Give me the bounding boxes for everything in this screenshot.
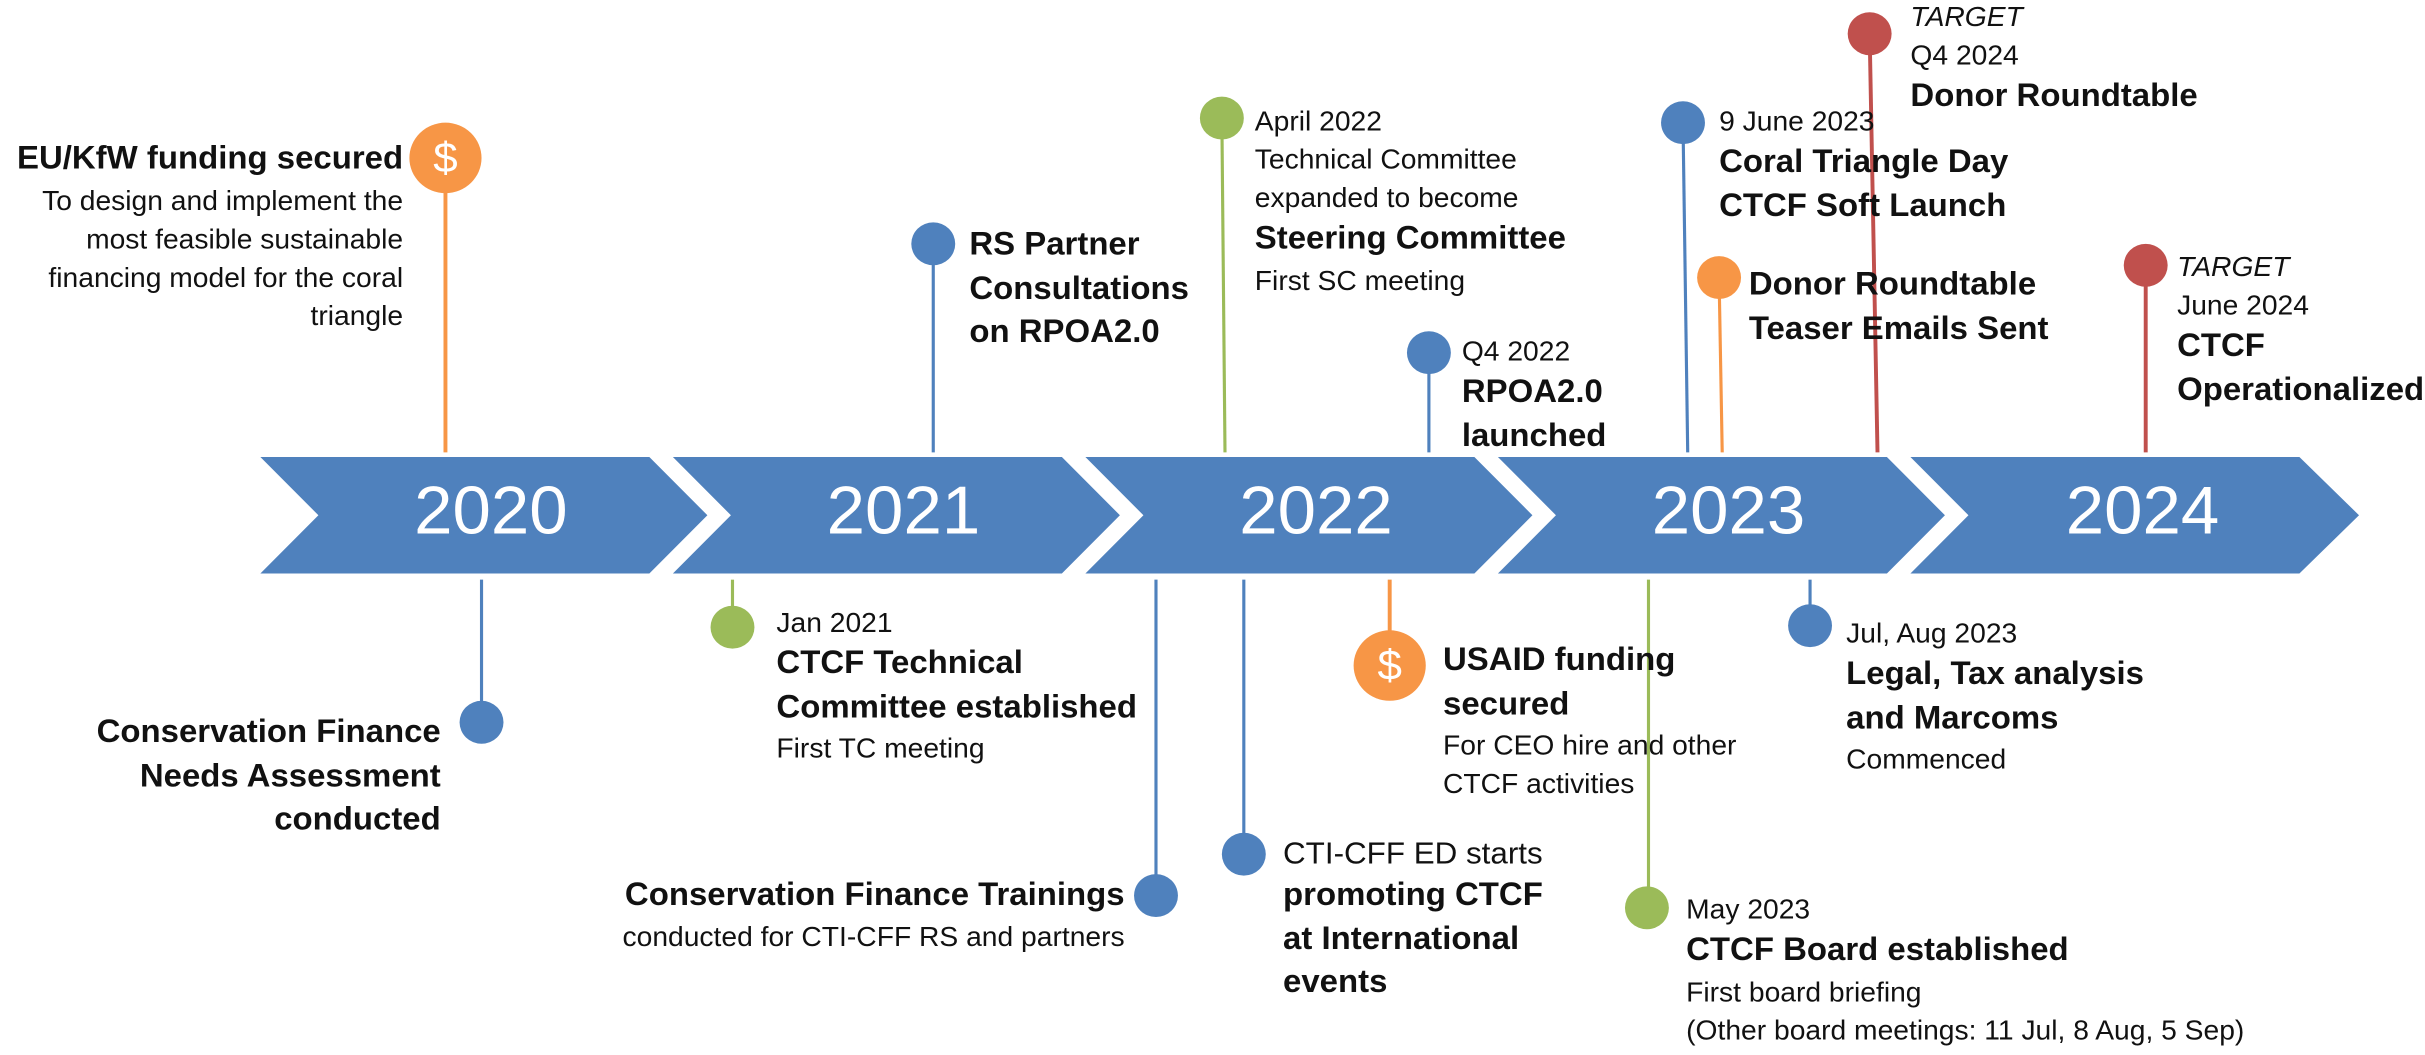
year-arrow-2023 bbox=[1497, 456, 1945, 574]
event-date: April 2022 bbox=[1254, 105, 1382, 137]
marker-teaser bbox=[1697, 256, 1742, 300]
year-label-2020: 2020 bbox=[414, 473, 568, 549]
event-title: Conservation Finance Needs Assessment co… bbox=[96, 714, 441, 838]
event-title: Conservation Finance Trainings bbox=[624, 877, 1125, 913]
event-tag: TARGET bbox=[1910, 1, 2023, 33]
year-label-2023: 2023 bbox=[1651, 473, 1806, 549]
event-tech-committee: Jan 2021 CTCF Technical Committee establ… bbox=[776, 604, 1137, 768]
event-description: Commenced bbox=[1846, 743, 2007, 775]
event-steering: April 2022 Technical Committee expanded … bbox=[1255, 103, 1566, 300]
event-title: Legal, Tax analysis and Marcoms bbox=[1846, 656, 2144, 736]
event-title: CTCF Board established bbox=[1686, 932, 2069, 968]
event-stems bbox=[443, 33, 2148, 907]
event-date: Jul, Aug 2023 bbox=[1846, 618, 2018, 649]
event-title: Steering Committee bbox=[1254, 220, 1566, 257]
event-usaid: USAID funding secured For CEO hire and o… bbox=[1443, 639, 1736, 803]
event-title: RPOA2.0 launched bbox=[1461, 374, 1607, 454]
year-arrow-2020 bbox=[260, 456, 708, 574]
event-title: RS Partner Consultations on RPOA2.0 bbox=[969, 226, 1189, 350]
dollar-icon: $ bbox=[409, 122, 482, 194]
stem-donor-roundtable bbox=[1867, 33, 1880, 453]
event-cti-ed: CTI-CFF ED starts promoting CTCF at Inte… bbox=[1283, 836, 1543, 1005]
marker-steering bbox=[1199, 96, 1244, 140]
event-title: CTCF Operationalized bbox=[2177, 328, 2425, 408]
event-date: June 2024 bbox=[2177, 289, 2309, 321]
stem-teaser bbox=[1717, 277, 1724, 453]
event-title: Donor Roundtable Teaser Emails Sent bbox=[1748, 266, 2049, 346]
dollar-icon: $ bbox=[1353, 630, 1426, 701]
year-arrow-2022 bbox=[1085, 456, 1533, 574]
year-arrow-2024 bbox=[1910, 456, 2360, 574]
marker-operationalized bbox=[2123, 243, 2168, 287]
event-description-pre: CTI-CFF ED starts bbox=[1283, 837, 1543, 872]
year-arrows bbox=[260, 456, 2360, 574]
marker-needs-assessment bbox=[459, 700, 504, 744]
year-label-2024: 2024 bbox=[2065, 473, 2220, 549]
marker-donor-roundtable bbox=[1847, 12, 1892, 56]
marker-trainings bbox=[1134, 874, 1178, 918]
year-arrow-2021 bbox=[672, 456, 1120, 574]
event-needs-assessment: Conservation Finance Needs Assessment co… bbox=[97, 712, 441, 843]
event-date: Q4 2022 bbox=[1461, 335, 1571, 367]
event-rpoa: Q4 2022 RPOA2.0 launched bbox=[1462, 333, 1607, 459]
event-title: Donor Roundtable bbox=[1910, 78, 2198, 114]
event-title: promoting CTCF at International events bbox=[1283, 877, 1543, 1000]
event-description-pre: Technical Committee expanded to become bbox=[1254, 144, 1519, 214]
event-rs-partner: RS Partner Consultations on RPOA2.0 bbox=[969, 224, 1189, 355]
event-title: Coral Triangle Day CTCF Soft Launch bbox=[1719, 144, 2009, 224]
event-description: conducted for CTI-CFF RS and partners bbox=[622, 920, 1125, 952]
event-date: 9 June 2023 bbox=[1719, 105, 1875, 137]
stem-steering bbox=[1220, 118, 1227, 453]
marker-rs-partner bbox=[911, 222, 956, 266]
event-teaser: Donor Roundtable Teaser Emails Sent bbox=[1749, 264, 2049, 351]
event-description: To design and implement the most feasibl… bbox=[42, 184, 404, 331]
event-description: First board briefing (Other board meetin… bbox=[1686, 976, 2245, 1046]
marker-coral-day bbox=[1661, 101, 1705, 145]
marker-legal bbox=[1788, 604, 1833, 648]
marker-cti-ed bbox=[1221, 832, 1266, 876]
marker-tech-committee bbox=[710, 605, 755, 649]
year-label-2022: 2022 bbox=[1239, 473, 1393, 549]
marker-board bbox=[1624, 886, 1669, 930]
event-board: May 2023 CTCF Board established First bo… bbox=[1686, 891, 2244, 1050]
stem-coral-day bbox=[1681, 122, 1690, 453]
year-label-2021: 2021 bbox=[826, 473, 981, 549]
event-eu-kfw: EU/KfW funding secured To design and imp… bbox=[17, 138, 403, 335]
event-operationalized: TARGET June 2024 CTCF Operationalized bbox=[2177, 248, 2424, 412]
event-description: First SC meeting bbox=[1254, 264, 1466, 296]
event-donor-roundtable: TARGET Q4 2024 Donor Roundtable bbox=[1910, 0, 2197, 119]
event-title: EU/KfW funding secured bbox=[16, 141, 404, 177]
marker-rpoa bbox=[1406, 331, 1451, 375]
event-trainings: Conservation Finance Trainings conducted… bbox=[622, 874, 1124, 956]
event-date: Jan 2021 bbox=[776, 607, 893, 638]
event-tag: TARGET bbox=[2177, 251, 2290, 283]
event-date: Q4 2024 bbox=[1910, 39, 2019, 71]
event-date: May 2023 bbox=[1686, 894, 1811, 925]
event-title: CTCF Technical Committee established bbox=[776, 645, 1138, 725]
event-description: For CEO hire and other CTCF activities bbox=[1443, 729, 1737, 799]
event-markers bbox=[459, 12, 2168, 930]
event-description: First TC meeting bbox=[776, 733, 985, 764]
event-coral-day: 9 June 2023 Coral Triangle Day CTCF Soft… bbox=[1719, 103, 2008, 229]
event-title: USAID funding secured bbox=[1443, 642, 1676, 722]
event-legal: Jul, Aug 2023 Legal, Tax analysis and Ma… bbox=[1846, 615, 2144, 779]
